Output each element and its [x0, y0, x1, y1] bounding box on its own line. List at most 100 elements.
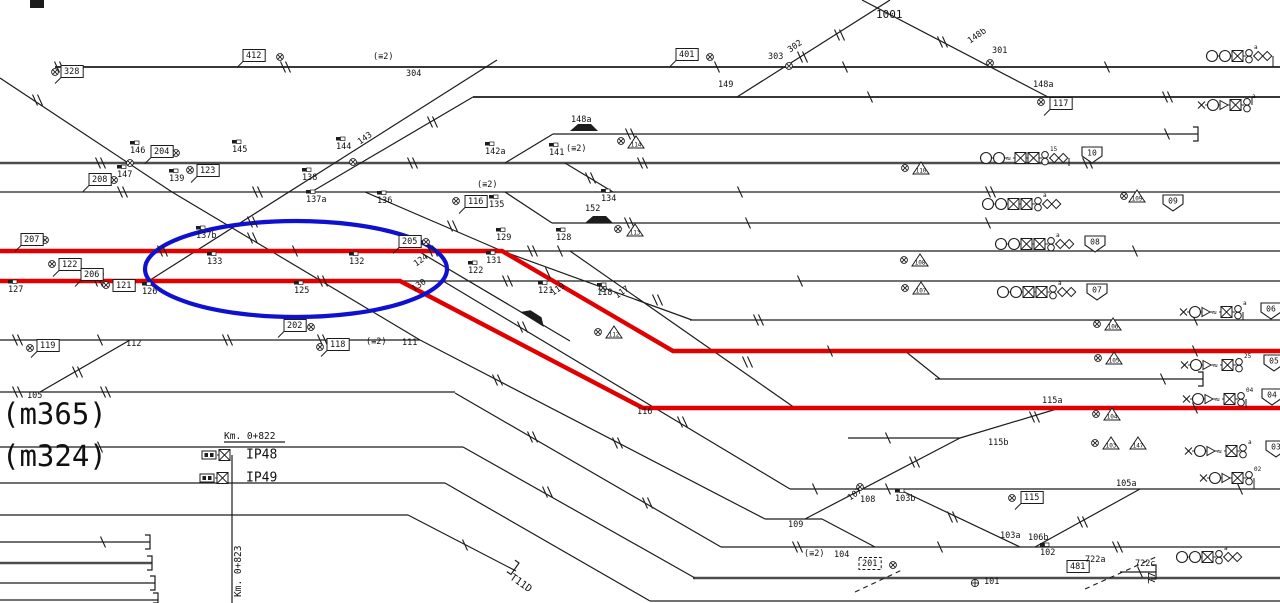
label-text: 201: [862, 559, 877, 569]
label-text: 129: [496, 233, 511, 243]
insulation-joint-tick: [936, 541, 944, 553]
plate-tail: [320, 350, 328, 357]
insulation-joint-tick: [641, 497, 649, 509]
diagram-part: 108: [915, 260, 926, 267]
insulation-joint-tick: [1159, 373, 1167, 385]
insulation-joint-tick: [984, 186, 992, 198]
diagram-part: [1204, 393, 1215, 405]
insulation-joint-tick: [521, 321, 529, 333]
diagram-part: [52, 69, 58, 75]
diagram-part: [202, 476, 206, 480]
insulation-joint-tick: [526, 431, 534, 443]
diagram-part: [1121, 193, 1127, 199]
element-label: 401: [669, 48, 699, 67]
switch-bar: [8, 280, 13, 284]
insulation-joint-tick: [757, 314, 765, 326]
track-end-bracket: [147, 555, 153, 571]
balise-icon: [986, 59, 994, 67]
label-plate: [1020, 491, 1044, 504]
diagram-part: [1243, 104, 1251, 113]
element-label: 137b: [196, 225, 216, 241]
insulation-joint-tick: [611, 437, 619, 449]
switch-bar: [538, 281, 543, 285]
label-text: 102: [1040, 548, 1055, 558]
diagram-part: [1047, 237, 1055, 245]
element-label: 147: [117, 164, 132, 180]
plate-tail: [30, 351, 38, 358]
diagram-part: 109: [1132, 196, 1143, 203]
track-segment: [444, 482, 651, 602]
label-text: 115: [1024, 493, 1039, 503]
diagram-part: [1221, 359, 1234, 371]
balise-icon: [1094, 354, 1102, 362]
element-label: 116: [637, 407, 652, 417]
label-text: 132: [349, 257, 364, 267]
insulation-joint-tick: [531, 431, 539, 443]
insulation-joint-tick: [556, 245, 564, 257]
insulation-joint-tick: [11, 386, 19, 398]
diagram-part: 09: [1168, 197, 1178, 206]
element-label: 125: [294, 280, 309, 296]
label-text: 106b: [1028, 533, 1048, 543]
insulation-joint-tick: [641, 157, 649, 169]
diagram-part: [1103, 407, 1121, 421]
element-label: 302: [786, 38, 804, 55]
diagram-part: [1182, 395, 1191, 403]
diagram-part: [857, 484, 863, 490]
signal-sup: a: [1043, 192, 1047, 199]
switch-bar: [895, 489, 900, 493]
insulation-joint-tick: [1236, 483, 1244, 495]
switch-bar: [207, 252, 212, 256]
signal-symbol: a: [1197, 93, 1256, 113]
insulation-joint-tick: [31, 94, 39, 106]
label-plate: [58, 258, 82, 271]
route-number-shield: 04: [1261, 388, 1280, 406]
diagram-part: [1086, 283, 1108, 301]
balise-icon: [422, 238, 430, 246]
signal-sup: a: [1254, 44, 1258, 51]
insulation-joint-tick: [951, 511, 959, 523]
insulation-joint-tick: [1191, 345, 1199, 357]
label-text: 122: [468, 266, 483, 276]
insulation-joint-tick: [1081, 516, 1089, 528]
signal-sup: a: [1224, 545, 1228, 552]
label-text: (m365): [2, 397, 107, 431]
insulation-joint-tick: [526, 245, 534, 257]
insulation-joint-tick: [161, 245, 169, 257]
balise-icon: [51, 68, 59, 76]
label-plate: [858, 557, 882, 570]
insulation-joint-tick: [1191, 402, 1199, 414]
insulation-joint-tick: [833, 29, 841, 41]
label-text: 111: [402, 338, 417, 348]
insulation-joint-tick: [646, 497, 654, 509]
balise-icon: [276, 53, 284, 61]
element-label: 128: [556, 227, 571, 243]
track-end-bracket: [145, 534, 151, 550]
label-text: 137b: [196, 231, 216, 241]
signal-symbol: ≈a: [1179, 300, 1247, 320]
element-label: 206: [74, 268, 104, 287]
switch-bar: [542, 280, 548, 285]
element-label: 138: [302, 167, 317, 183]
diagram-part: [1208, 471, 1222, 485]
diagram-part: 105: [1109, 358, 1120, 365]
label-text: Km. 0+823: [233, 546, 244, 597]
label-text: 144: [336, 142, 351, 152]
label-text: 302: [786, 38, 804, 55]
switch-bar: [1040, 543, 1045, 547]
diagram-part: [1265, 440, 1280, 458]
insulation-joint-tick: [16, 334, 24, 346]
element-label: 109: [788, 520, 803, 530]
track-segment: [312, 96, 474, 192]
track-segment: [454, 392, 722, 548]
diagram-part: [1020, 198, 1033, 210]
diagram-part: [1189, 358, 1203, 372]
balise-icon: [307, 323, 315, 331]
route-highlight: [0, 248, 1280, 354]
element-label: IP48: [246, 448, 277, 463]
element-label: 145: [232, 139, 247, 155]
balise-icon: [102, 281, 110, 289]
label-plate: [150, 145, 174, 158]
insulation-joint-tick: [99, 536, 107, 548]
element-label: 129: [496, 227, 511, 243]
